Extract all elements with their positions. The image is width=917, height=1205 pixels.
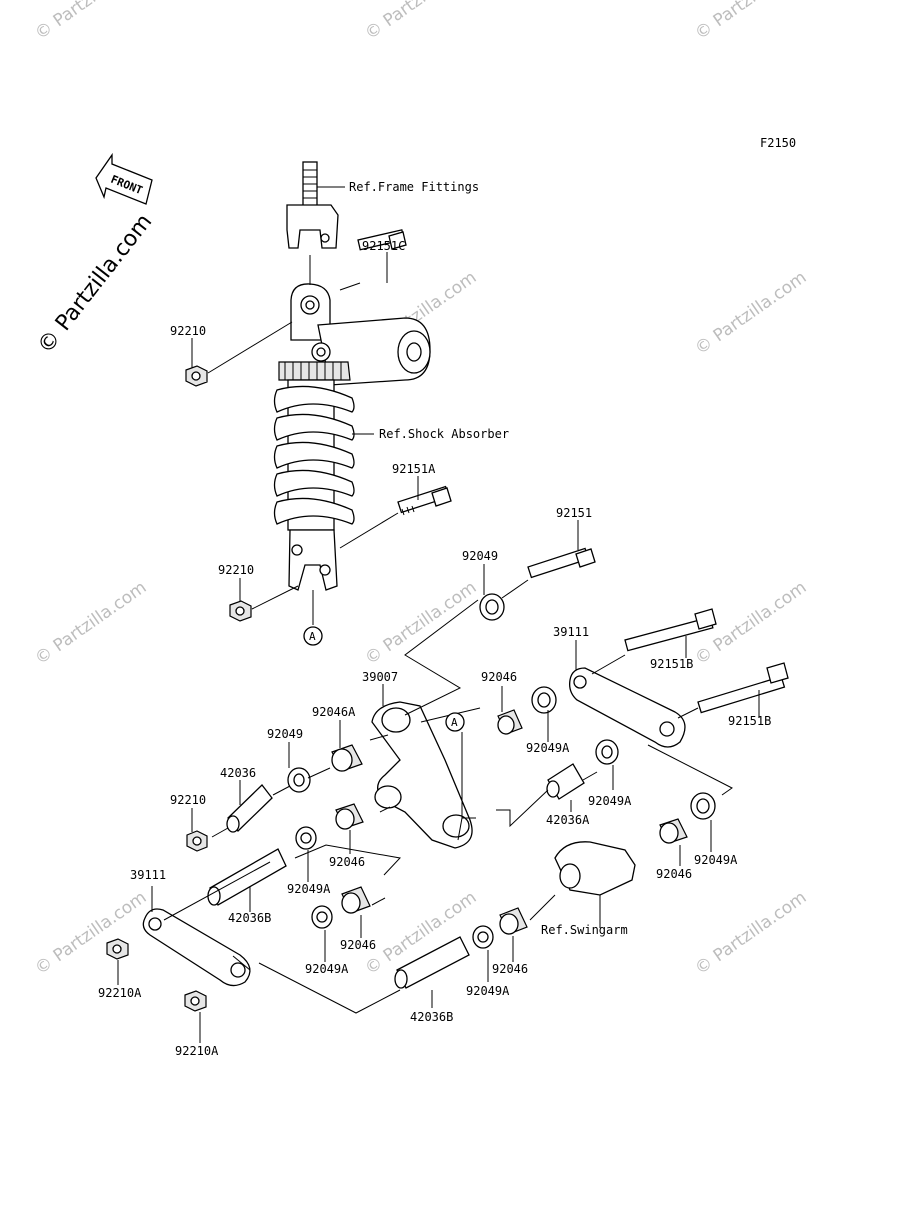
ref-swingarm: Ref.Swingarm (541, 923, 628, 937)
part-label: 92210A (175, 1044, 219, 1058)
nut-92210-mid (229, 600, 252, 622)
part-label: 92210 (218, 563, 254, 577)
bolt-92151b-upper (624, 608, 717, 652)
part-label: 92049A (305, 962, 349, 976)
part-label: 42036 (220, 766, 256, 780)
watermark: © Partzilla.com (31, 577, 150, 669)
part-label: 92151A (392, 462, 436, 476)
part-label: 92046 (656, 867, 692, 881)
watermark: © Partzilla.com (361, 577, 480, 669)
part-label: 92151C (362, 239, 405, 253)
part-label: 92151B (650, 657, 693, 671)
bearing-92046-bot (499, 907, 528, 935)
watermarks: © Partzilla.com © Partzilla.com © Partzi… (31, 0, 810, 979)
bearing-92046-right (659, 818, 688, 844)
bearing-92046-mid (335, 803, 364, 830)
bearing-92046-top (497, 709, 523, 735)
watermark: © Partzilla.com (361, 0, 480, 44)
swingarm-pivot (554, 841, 636, 896)
part-label: 92046 (481, 670, 517, 684)
leader-lines (117, 186, 760, 1043)
part-label: 92046A (312, 705, 356, 719)
part-label: 92049 (462, 549, 498, 563)
part-label: 42036B (228, 911, 271, 925)
part-label: 92049A (694, 853, 738, 867)
part-label: 92210 (170, 324, 206, 338)
tie-rod-39111-left (142, 908, 251, 987)
part-label: 39111 (130, 868, 166, 882)
collar-92049a-5 (311, 905, 333, 929)
tie-rod-39111-right (569, 667, 686, 748)
bolt-92151b-lower (697, 662, 789, 714)
ref-frame-fittings: Ref.Frame Fittings (349, 180, 479, 194)
collar-92049a-6 (472, 925, 494, 949)
collar-92049a-3 (295, 826, 317, 850)
svg-text:A: A (451, 716, 458, 729)
part-label: 92046 (340, 938, 376, 952)
part-label: 92049A (287, 882, 331, 896)
part-label: 92046 (492, 962, 528, 976)
part-labels: Ref.Frame Fittings Ref.Shock Absorber Re… (98, 180, 771, 1058)
part-label: 92151B (728, 714, 771, 728)
part-label: 39111 (553, 625, 589, 639)
watermark: © Partzilla.com (31, 0, 150, 44)
part-label: 92049 (267, 727, 303, 741)
part-label: 42036A (546, 813, 590, 827)
nut-92210a-2 (184, 990, 207, 1012)
ref-shock-absorber: Ref.Shock Absorber (379, 427, 509, 441)
bolt-92151c (357, 229, 407, 251)
front-arrow-icon: FRONT (95, 152, 153, 205)
nut-92210-top (185, 365, 208, 387)
sleeve-42036 (226, 784, 273, 833)
part-label: 92151 (556, 506, 592, 520)
collar-92049a-1 (531, 686, 557, 714)
collar-92049-top (479, 593, 505, 621)
part-label: 92046 (329, 855, 365, 869)
part-label: 92049A (588, 794, 632, 808)
watermark: © Partzilla.com (31, 887, 150, 979)
part-label: 92049A (466, 984, 510, 998)
part-label: 42036B (410, 1010, 453, 1024)
collar-92049a-4 (690, 792, 716, 820)
nut-92210a-1 (106, 938, 129, 960)
watermark: © Partzilla.com (691, 887, 810, 979)
copyright-text: © Partzilla.com (33, 210, 157, 359)
collar-92049-left (287, 767, 311, 793)
callout-marker-a-2: A (445, 712, 465, 732)
rocker-arm-39007 (371, 701, 473, 849)
bolt-92151a (397, 485, 452, 516)
sleeve-42036b-1 (207, 848, 287, 906)
collar-92049a-2 (595, 739, 619, 765)
watermark: © Partzilla.com (691, 0, 810, 44)
sleeve-42036b-2 (394, 936, 470, 989)
sleeve-42036a (546, 763, 585, 800)
bearing-92046a (331, 744, 363, 772)
part-label: 92210A (98, 986, 142, 1000)
watermark: © Partzilla.com (691, 267, 810, 359)
shock-absorber (273, 161, 431, 591)
bolt-92151 (527, 547, 596, 579)
bearing-92046-low (341, 886, 371, 914)
part-label: 39007 (362, 670, 398, 684)
nut-92210-low (186, 830, 208, 852)
diagram-code: F2150 (760, 136, 796, 150)
callout-marker-a-1: A (303, 626, 323, 646)
svg-text:A: A (309, 630, 316, 643)
part-label: 92210 (170, 793, 206, 807)
part-label: 92049A (526, 741, 570, 755)
